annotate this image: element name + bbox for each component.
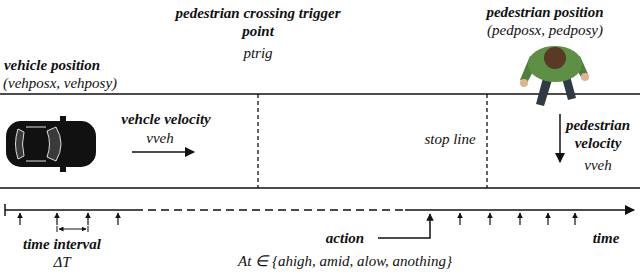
label-text: time interval xyxy=(23,235,101,253)
label-text: pedestrian position xyxy=(486,3,603,21)
stop-line xyxy=(486,94,487,188)
label-text: ptrig xyxy=(243,44,272,62)
velocity-arrow xyxy=(132,151,194,153)
label-text: (vehposx, vehposy) xyxy=(3,74,117,92)
label-text: pedestrian velocity xyxy=(559,116,637,152)
label-text: vveh xyxy=(584,156,611,174)
label-text: vveh xyxy=(146,129,173,147)
label-text: (pedposx, pedposy) xyxy=(487,21,603,39)
timeline xyxy=(5,204,634,238)
label-text: time xyxy=(593,229,620,247)
velocity-arrow xyxy=(559,114,561,162)
label-text: vehcle velocity xyxy=(121,110,211,128)
label-text: stop line xyxy=(424,130,475,148)
car-icon xyxy=(6,116,96,172)
label-text: ΔT xyxy=(53,253,70,271)
label-text: At ∈ {ahigh, amid, alow, anothing} xyxy=(238,252,452,270)
label-text: vehicle position xyxy=(4,56,100,74)
label-text: action xyxy=(326,229,364,247)
label-text: pedestrian crossing trigger point xyxy=(171,4,346,40)
road-edge xyxy=(0,187,640,189)
pedestrian-icon xyxy=(520,46,589,106)
trigger-line xyxy=(257,94,258,188)
